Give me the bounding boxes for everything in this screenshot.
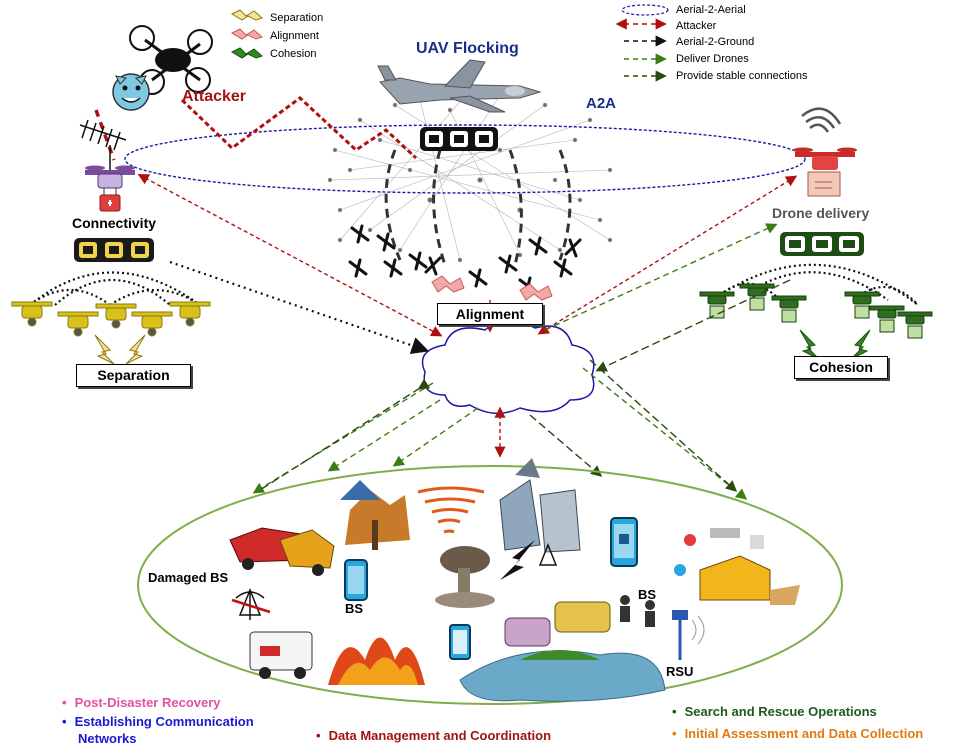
- bullet-search-rescue: Search and Rescue Operations: [672, 704, 877, 719]
- cohesion-bolt-icon: [799, 329, 871, 360]
- flock-link-icon: [420, 127, 498, 151]
- cohesion-box: Cohesion: [794, 356, 888, 379]
- bullet-comm-networks: Establishing Communication: [62, 714, 254, 729]
- connectivity-link-icon: [74, 238, 154, 262]
- separation-box: Separation: [76, 364, 191, 387]
- bullet-initial-assessment: Initial Assessment and Data Collection: [672, 726, 924, 741]
- left-swarm-arcs: [29, 271, 201, 306]
- a2a-ellipse: [124, 124, 806, 194]
- smartphone-icon: [610, 517, 638, 567]
- attacker-label: Attacker: [182, 88, 247, 105]
- attacker-zigzag-line: [180, 96, 418, 160]
- bs-right-label: BS: [638, 587, 657, 602]
- devil-face-icon: [112, 73, 150, 111]
- legend-cohesion-label: Cohesion: [270, 48, 317, 60]
- wifi-signal-icon: [801, 107, 842, 133]
- legend-alignment-label: Alignment: [270, 30, 319, 42]
- collapsed-buildings-icon: [499, 458, 581, 553]
- damaged-bs-label: Damaged BS: [148, 570, 229, 585]
- rsu-tower-icon: [672, 610, 705, 660]
- bullet-comm-networks-cont: Networks: [78, 731, 137, 746]
- legend-stable-label: Provide stable connections: [676, 70, 808, 82]
- legend-a2a-icon: [621, 4, 669, 16]
- delivery-link-icon: [780, 232, 864, 256]
- bullet-post-disaster: Post-Disaster Recovery: [62, 695, 221, 710]
- flood-scene-icon: [459, 650, 666, 702]
- legend-deliver-label: Deliver Drones: [676, 53, 749, 65]
- explosion-icon: [435, 546, 495, 608]
- fire-icon: [328, 637, 425, 685]
- flocking-network-graph: [327, 87, 613, 263]
- green-drone-swarm-icon: [699, 283, 933, 339]
- alignment-zigzag-icon: [431, 275, 553, 301]
- bs-phone-icon: [344, 559, 368, 601]
- darkgreen-dashed-links: [259, 279, 791, 492]
- legend-separation-label: Separation: [270, 12, 324, 24]
- drone-delivery-label: Drone delivery: [772, 205, 870, 221]
- flock-planes-icon: [348, 224, 582, 296]
- legend-a2a-label: Aerial-2-Aerial: [676, 4, 746, 16]
- bs-left-label: BS: [345, 601, 364, 616]
- crashed-vehicles-flood-icon: [504, 601, 611, 647]
- legend-attacker-label: Attacker: [676, 20, 717, 32]
- uav-flocking-title: UAV Flocking: [416, 40, 519, 57]
- tornado-icon: [417, 486, 485, 534]
- emergency-icons-cluster: [674, 528, 800, 605]
- antenna-icon: [79, 119, 127, 170]
- legend-separation-icon: [230, 9, 263, 21]
- rescue-workers-icon: [620, 595, 655, 627]
- attacker-left-dashes: [94, 109, 116, 161]
- a2a-label: A2A: [586, 95, 617, 112]
- wildfire-trees-icon: [340, 480, 410, 550]
- central-cloud: [421, 319, 595, 414]
- legend-alignment-icon: [230, 28, 263, 40]
- alignment-box: Alignment: [437, 303, 543, 325]
- uav-plane-icon: [377, 59, 542, 113]
- ambulance-icon: [249, 631, 313, 679]
- rsu-label: RSU: [666, 664, 694, 679]
- legend-cohesion-icon: [230, 47, 263, 59]
- bullet-data-management: Data Management and Coordination: [316, 728, 551, 743]
- delivery-drone-icon: [793, 147, 857, 197]
- yellow-drone-swarm-icon: [11, 301, 211, 337]
- legend-a2g-label: Aerial-2-Ground: [676, 36, 755, 48]
- tablet-icon: [449, 624, 471, 660]
- disaster-area-ellipse: [137, 465, 843, 705]
- connectivity-label: Connectivity: [72, 215, 157, 231]
- crashed-cars-icon: [229, 527, 335, 576]
- separation-bolt-icon: [94, 334, 146, 365]
- damaged-bs-antenna-icon: [231, 587, 271, 620]
- connectivity-drone-icon: [85, 165, 135, 212]
- lightning-tower-icon: [500, 540, 558, 580]
